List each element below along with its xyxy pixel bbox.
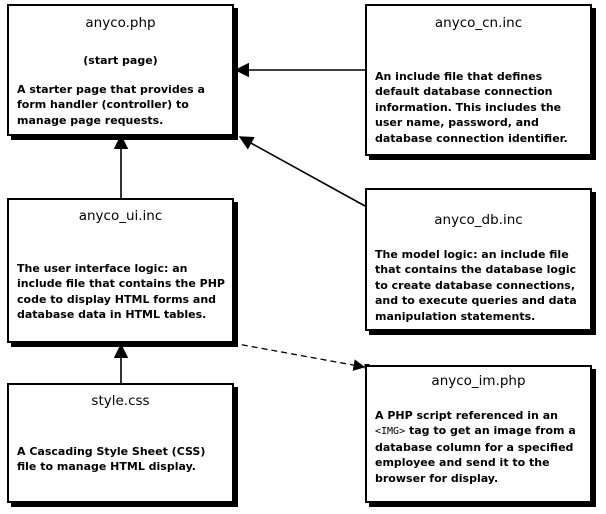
box-anyco-php: anyco.php (start page) A starter page th… bbox=[7, 4, 234, 136]
box-anyco-cn-title: anyco_cn.inc bbox=[434, 15, 523, 31]
box-style-css-description: A Cascading Style Sheet (CSS) file to ma… bbox=[17, 445, 206, 474]
box-anyco-im-description-pre: A PHP script referenced in an bbox=[375, 409, 558, 422]
img-tag-code: <IMG> bbox=[375, 426, 406, 438]
dashed-arrow-ui-to-im bbox=[231, 342, 366, 371]
box-anyco-php-title: anyco.php bbox=[85, 15, 156, 31]
box-anyco-db-title: anyco_db.inc bbox=[434, 212, 523, 228]
box-anyco-db: anyco_db.inc The model logic: an include… bbox=[365, 188, 592, 331]
box-style-css-title: style.css bbox=[91, 393, 150, 409]
box-anyco-ui-title: anyco_ui.inc bbox=[78, 208, 163, 224]
box-anyco-php-subtitle: (start page) bbox=[83, 54, 158, 67]
box-style-css: style.css A Cascading Style Sheet (CSS) … bbox=[7, 383, 234, 503]
arrow-db-to-php bbox=[238, 136, 366, 207]
box-anyco-php-description: A starter page that provides a form hand… bbox=[17, 83, 205, 127]
box-anyco-im: anyco_im.php A PHP script referenced in … bbox=[365, 365, 592, 503]
box-anyco-im-title: anyco_im.php bbox=[431, 373, 526, 389]
box-anyco-im-description-post: tag to get an image from a database colu… bbox=[375, 424, 576, 485]
box-anyco-cn-description: An include file that defines default dat… bbox=[375, 70, 568, 145]
box-anyco-ui-description: The user interface logic: an include fil… bbox=[17, 262, 225, 322]
box-anyco-im-description: A PHP script referenced in an <IMG> tag … bbox=[375, 408, 584, 486]
box-anyco-ui: anyco_ui.inc The user interface logic: a… bbox=[7, 198, 234, 343]
box-anyco-db-description: The model logic: an include file that co… bbox=[375, 248, 577, 323]
box-anyco-cn: anyco_cn.inc An include file that define… bbox=[365, 4, 592, 156]
